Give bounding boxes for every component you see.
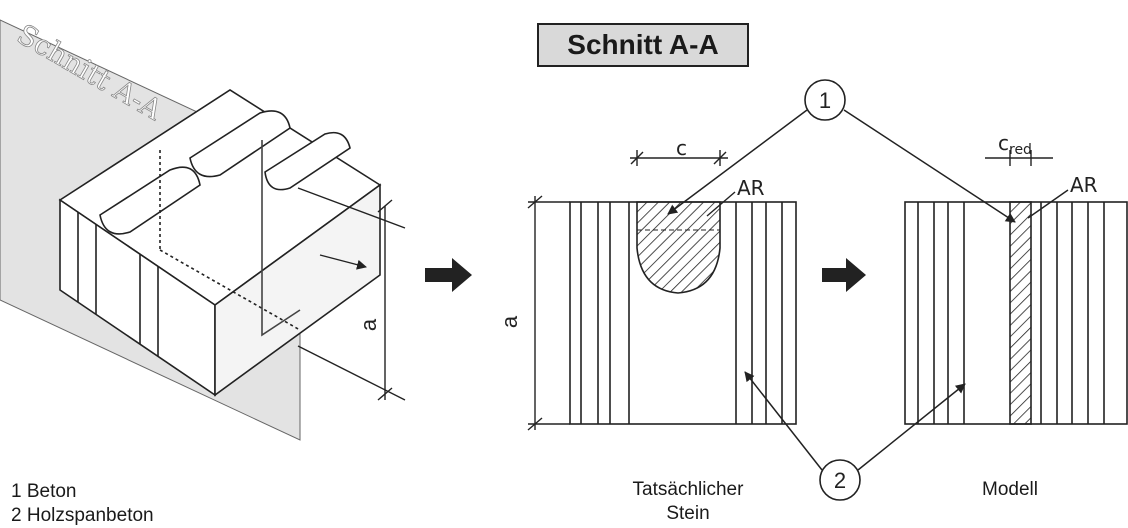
caption-actual-stone: Tatsächlicher Stein bbox=[598, 478, 778, 526]
ar-label-actual: AR bbox=[737, 176, 765, 200]
callout-2-leader-actual bbox=[744, 371, 823, 471]
legend-item-concrete: 1 Beton bbox=[11, 481, 77, 502]
callout-1-label: 1 bbox=[819, 88, 831, 113]
block-dimension-a-label: a bbox=[356, 318, 381, 331]
isometric-block bbox=[0, 19, 382, 441]
legend: 1 Beton 2 Holzspanbeton bbox=[11, 480, 154, 528]
actual-dimension-a bbox=[527, 195, 570, 431]
actual-dimension-a-label: a bbox=[497, 315, 522, 328]
callout-1-leader-model bbox=[843, 109, 1016, 223]
callout-1-circle bbox=[804, 79, 846, 121]
concrete-core-actual bbox=[636, 201, 721, 294]
legend-item-woodchip-concrete: 2 Holzspanbeton bbox=[11, 505, 154, 526]
caption-model: Modell bbox=[982, 479, 1038, 500]
ar-label-model: AR bbox=[1070, 173, 1098, 197]
dimension-c bbox=[630, 150, 728, 166]
block-right-face bbox=[214, 183, 381, 397]
ar-leader-actual bbox=[706, 191, 736, 217]
caption-actual-line1: Tatsächlicher bbox=[632, 479, 744, 500]
dimension-c-red-label: cred bbox=[998, 131, 1032, 158]
dimension-c-label: c bbox=[676, 136, 687, 160]
actual-stone-section bbox=[569, 201, 797, 425]
callout-2-leader-model bbox=[857, 383, 966, 471]
model-section bbox=[904, 201, 1128, 425]
arrow-to-model bbox=[822, 258, 866, 292]
block-dimension-a bbox=[297, 187, 406, 401]
callout-1-leader-actual bbox=[667, 109, 808, 215]
dimension-c-red bbox=[985, 150, 1053, 166]
callout-2-label: 2 bbox=[834, 468, 846, 493]
section-title: Schnitt A-A bbox=[537, 23, 749, 67]
caption-actual-line2: Stein bbox=[666, 503, 710, 524]
concrete-strip-model bbox=[1009, 201, 1032, 425]
arrow-to-actual bbox=[425, 258, 472, 292]
ar-leader-model bbox=[1027, 189, 1069, 219]
callout-2-circle bbox=[819, 459, 861, 501]
